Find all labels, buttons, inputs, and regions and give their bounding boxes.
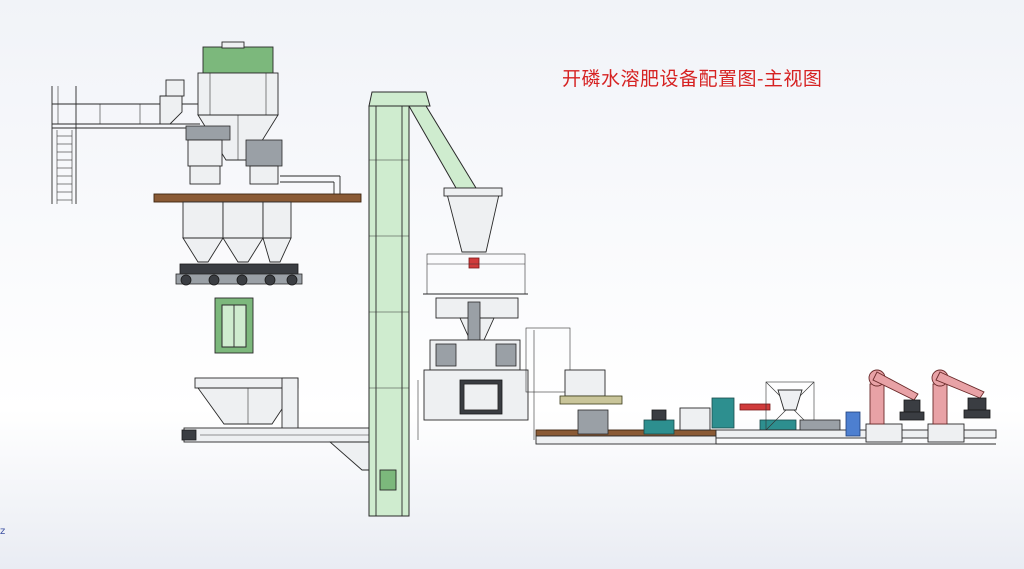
lower-hopper-conveyor <box>181 377 375 471</box>
palletizing-robot-2 <box>927 369 991 443</box>
triple-hoppers <box>175 201 303 286</box>
bucket-elevator <box>368 91 477 517</box>
ladder <box>56 130 73 204</box>
drawing-title: 开磷水溶肥设备配置图-主视图 <box>562 68 823 90</box>
axis-triad-label: z <box>0 526 6 537</box>
wood-platform <box>153 193 362 203</box>
bagging-line <box>535 369 797 445</box>
palletizing-robot-1 <box>865 369 925 443</box>
ladder-platform <box>51 79 200 204</box>
top-silo <box>197 41 279 161</box>
feeder-units <box>185 125 341 194</box>
output-conveyor <box>715 411 997 445</box>
green-cabinet <box>214 297 254 354</box>
packing-station <box>417 187 571 440</box>
